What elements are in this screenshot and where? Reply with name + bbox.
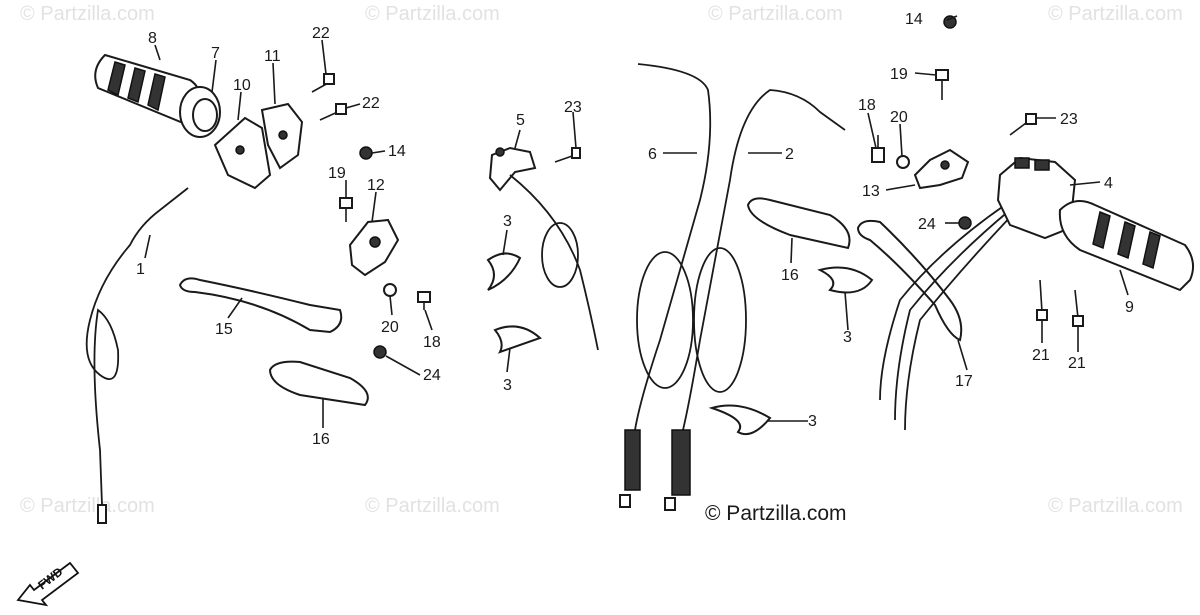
part-6-throttle-cable[interactable] bbox=[619, 63, 712, 508]
callout-20-right: 20 bbox=[890, 109, 908, 126]
callout-3-a: 3 bbox=[503, 213, 512, 230]
part-17-brake-lever[interactable] bbox=[856, 219, 963, 342]
callout-24-left: 24 bbox=[423, 367, 441, 384]
part-24-nut-right[interactable] bbox=[958, 216, 972, 230]
part-22-screw-lower[interactable] bbox=[319, 103, 347, 121]
callout-22-upper: 22 bbox=[312, 25, 330, 42]
switch-wires-right bbox=[879, 204, 1016, 431]
part-22-screw-upper[interactable] bbox=[311, 73, 335, 93]
part-15-clutch-lever[interactable] bbox=[178, 277, 343, 334]
callouts: 8 7 10 11 22 22 14 19 12 20 18 24 1 15 1… bbox=[136, 11, 1134, 448]
watermark-top-left: © Partzilla.com bbox=[20, 3, 155, 25]
part-21-screw-a[interactable] bbox=[1036, 279, 1048, 321]
part-3-clamp-d[interactable] bbox=[708, 404, 772, 436]
part-7-collar[interactable] bbox=[179, 86, 221, 138]
part-18-bolt-left[interactable] bbox=[417, 291, 431, 310]
part-1-clutch-cable[interactable] bbox=[85, 187, 189, 524]
part-3-clamp-b[interactable] bbox=[493, 325, 542, 354]
watermark-top-far-right: © Partzilla.com bbox=[1048, 3, 1183, 25]
watermark-bottom-center: © Partzilla.com bbox=[365, 495, 500, 517]
fwd-indicator: FWD bbox=[16, 561, 80, 607]
callout-2: 2 bbox=[785, 146, 794, 163]
callout-9: 9 bbox=[1125, 299, 1134, 316]
watermark-top-center: © Partzilla.com bbox=[365, 3, 500, 25]
copyright-notice: © Partzilla.com bbox=[705, 502, 847, 525]
part-20-washer-left[interactable] bbox=[383, 283, 397, 297]
switch-wire-loop bbox=[541, 222, 579, 288]
callout-21-a: 21 bbox=[1032, 347, 1050, 364]
callout-23-center: 23 bbox=[564, 99, 582, 116]
leader-lines bbox=[144, 15, 1129, 428]
callout-20-left: 20 bbox=[381, 319, 399, 336]
part-13-bracket[interactable] bbox=[913, 148, 970, 190]
part-8-left-grip[interactable] bbox=[94, 53, 202, 127]
callout-10: 10 bbox=[233, 77, 251, 94]
callout-24-right: 24 bbox=[918, 216, 936, 233]
part-16-lever-cover-right[interactable] bbox=[746, 197, 851, 250]
part-23-screw-right[interactable] bbox=[1009, 113, 1037, 136]
callout-22-lower: 22 bbox=[362, 95, 380, 112]
callout-23-right: 23 bbox=[1060, 111, 1078, 128]
watermark-bottom-right: © Partzilla.com bbox=[1048, 495, 1183, 517]
callout-14-right: 14 bbox=[905, 11, 923, 28]
callout-11: 11 bbox=[264, 48, 281, 65]
part-19-bolt-right[interactable] bbox=[935, 69, 949, 100]
part-3-clamp-a[interactable] bbox=[486, 252, 522, 291]
part-11-housing-lower[interactable] bbox=[260, 102, 304, 170]
callout-13: 13 bbox=[862, 183, 880, 200]
part-14-nut-right[interactable] bbox=[943, 15, 957, 29]
callout-15: 15 bbox=[215, 321, 233, 338]
switch-wire-left bbox=[509, 174, 599, 351]
part-12-lever-bracket[interactable] bbox=[348, 218, 400, 277]
part-24-nut-left[interactable] bbox=[373, 345, 387, 359]
callout-4: 4 bbox=[1104, 175, 1113, 192]
callout-16-right: 16 bbox=[781, 267, 799, 284]
part-10-housing-upper[interactable] bbox=[213, 116, 272, 190]
watermarks: © Partzilla.com © Partzilla.com © Partzi… bbox=[20, 3, 1183, 517]
part-23-screw-center[interactable] bbox=[554, 147, 581, 163]
callout-8: 8 bbox=[148, 30, 157, 47]
callout-16-left: 16 bbox=[312, 431, 330, 448]
part-21-screw-b[interactable] bbox=[1072, 289, 1084, 327]
part-19-bolt-left[interactable] bbox=[339, 197, 353, 222]
callout-18-left: 18 bbox=[423, 334, 441, 351]
callout-18-right: 18 bbox=[858, 97, 876, 114]
callout-21-b: 21 bbox=[1068, 355, 1086, 372]
callout-3-d: 3 bbox=[808, 413, 817, 430]
callout-5: 5 bbox=[516, 112, 525, 129]
fwd-arrow-icon bbox=[16, 561, 80, 607]
part-5-cable-clamp[interactable] bbox=[488, 146, 537, 192]
callout-17: 17 bbox=[955, 373, 973, 390]
part-14-nut-left[interactable] bbox=[359, 146, 373, 160]
part-16-lever-cover-left[interactable] bbox=[268, 360, 369, 407]
part-9-right-grip[interactable] bbox=[1058, 200, 1195, 292]
callout-3-b: 3 bbox=[503, 377, 512, 394]
callout-12: 12 bbox=[367, 177, 385, 194]
callout-14-left: 14 bbox=[388, 143, 406, 160]
callout-3-c: 3 bbox=[843, 329, 852, 346]
part-2-throttle-cable[interactable] bbox=[664, 89, 846, 511]
callout-6: 6 bbox=[648, 146, 657, 163]
part-3-clamp-c[interactable] bbox=[817, 266, 874, 294]
callout-7: 7 bbox=[211, 45, 220, 62]
callout-19-left: 19 bbox=[328, 165, 346, 182]
callout-1: 1 bbox=[136, 261, 145, 278]
part-20-washer-right[interactable] bbox=[896, 155, 910, 169]
watermark-top-right: © Partzilla.com bbox=[708, 3, 843, 25]
watermark-bottom-left: © Partzilla.com bbox=[20, 495, 155, 517]
part-18-bolt-right[interactable] bbox=[871, 135, 885, 163]
callout-19-right: 19 bbox=[890, 66, 908, 83]
